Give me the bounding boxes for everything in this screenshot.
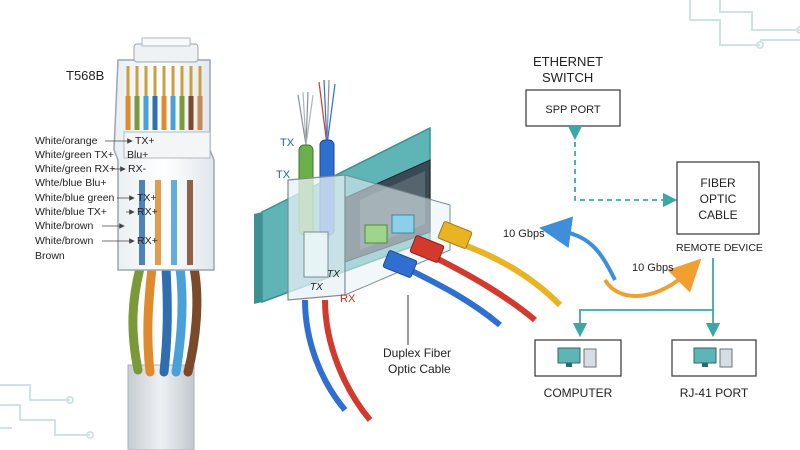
speed-label-left: 10 Gbps: [503, 228, 545, 240]
module-mark: TX: [310, 282, 323, 293]
pin-label-group: White/orange White/green TX+ White/green…: [35, 135, 115, 262]
distribution-lines: [572, 258, 721, 338]
cable-jacket: [127, 364, 195, 450]
fiber-strands: [297, 79, 336, 146]
standard-label: T568B: [66, 68, 104, 83]
pin-label: White/green TX+: [35, 149, 114, 161]
pin-label: Whte/blue Blu+: [35, 177, 107, 189]
pin-label: White/brown: [35, 235, 94, 247]
signal-label-group: TX+ Blu+ RX- TX+ RX+ RX+: [127, 135, 158, 247]
remote-device-label: REMOTE DEVICE: [676, 242, 763, 254]
duplex-caption-line2: Optic Cable: [388, 362, 451, 376]
rj-port-icon: [693, 347, 733, 368]
red-patch-cable: [428, 252, 537, 323]
signal-label: TX+: [137, 192, 157, 204]
fiber-box-line3: CABLE: [698, 208, 737, 222]
plug-latch: [133, 43, 199, 63]
fiber-optic-box: [676, 161, 760, 235]
pin-label: White/orange: [35, 135, 98, 147]
fiber-box-line2: OPTIC: [700, 192, 737, 206]
pin-label: White/green RX+: [35, 163, 115, 175]
signal-label: RX-: [128, 163, 147, 175]
blue-patch-cable: [408, 267, 502, 328]
pin-pointers: [102, 138, 135, 244]
signal-label: Blu+: [127, 149, 148, 161]
pin-label: Brown: [35, 250, 65, 262]
pin-label: White/brown: [35, 220, 94, 232]
spp-port-box: [525, 89, 621, 127]
sfp-transceiver-assembly: TX TX RX TX TX Duplex Fiber Optic Cable: [254, 79, 563, 422]
signal-label: RX+: [137, 206, 158, 218]
internal-wires: [125, 96, 203, 130]
tx-label-2: TX: [276, 169, 291, 181]
tx-label: TX: [280, 137, 295, 149]
switch-title-line2: SWITCH: [542, 70, 593, 85]
rj-port-label: RJ-41 PORT: [680, 386, 749, 400]
rx-label: RX: [340, 293, 356, 305]
pin-label: White/blue green: [35, 192, 115, 204]
speed-label-right: 10 Gbps: [632, 262, 674, 274]
computer-icon: [557, 347, 597, 368]
network-diagram: ETHERNET SWITCH SPP PORT FIBER OPTIC CAB…: [503, 54, 763, 400]
computer-label: COMPUTER: [544, 386, 613, 400]
signal-label: RX+: [137, 235, 158, 247]
plug-inner-pairs: [139, 180, 193, 265]
wire-bundle: [128, 263, 202, 377]
gold-contacts: [126, 66, 202, 96]
module-mark: TX: [327, 269, 340, 280]
module-blue-cable: [302, 299, 348, 412]
dashed-link: [567, 125, 678, 208]
pin-label: White/blue TX+: [35, 206, 107, 218]
module-red-cable: [322, 299, 373, 422]
spp-port-label: SPP PORT: [545, 104, 601, 116]
signal-label: TX+: [135, 135, 155, 147]
circuit-decoration: [0, 0, 800, 439]
duplex-caption-line1: Duplex Fiber: [383, 346, 451, 360]
speed-arc-orange: [603, 258, 702, 298]
speed-arc-blue: [539, 216, 617, 281]
fiber-box-line1: FIBER: [700, 176, 736, 190]
switch-title-line1: ETHERNET: [533, 54, 603, 69]
rj45-connector: T568B: [35, 37, 215, 450]
